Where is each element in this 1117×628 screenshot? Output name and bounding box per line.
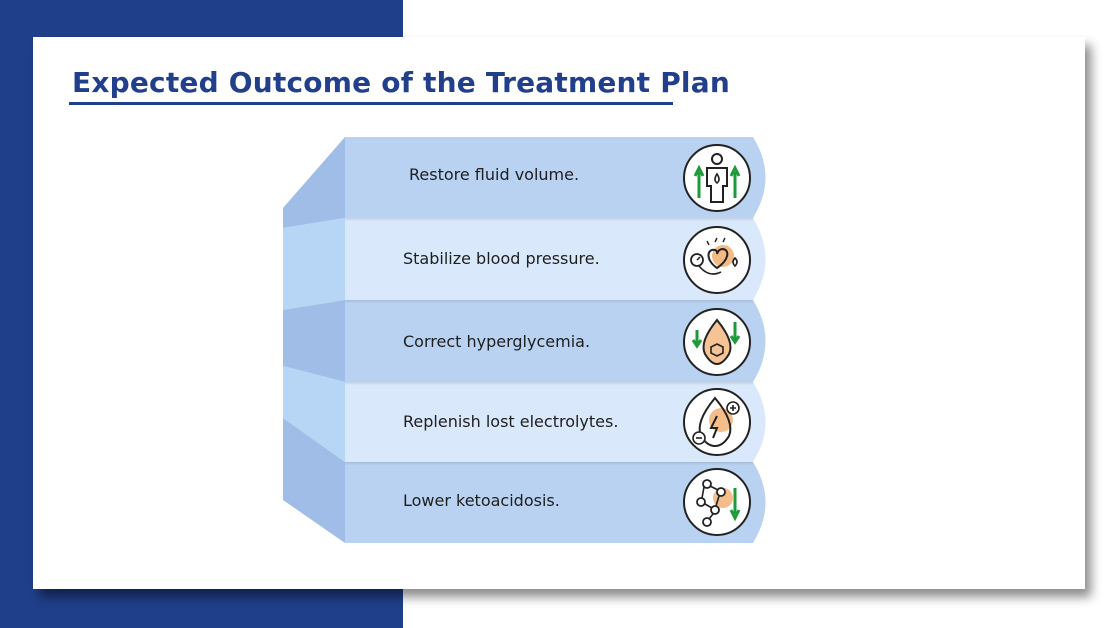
glucose-drop-down-icon <box>683 308 751 376</box>
facet-4 <box>283 366 345 462</box>
outcome-label-2: Stabilize blood pressure. <box>403 249 600 268</box>
slide-title: Expected Outcome of the Treatment Plan <box>72 66 730 99</box>
outcome-label-3: Correct hyperglycemia. <box>403 332 591 351</box>
facet-2 <box>283 218 345 310</box>
outcome-label-5: Lower ketoacidosis. <box>403 491 560 510</box>
band-4 <box>345 382 766 462</box>
outcome-diagram: Restore fluid volume. Stabilize blood pr… <box>283 120 783 550</box>
outcome-label-1: Restore fluid volume. <box>409 165 580 184</box>
outcome-label-4: Replenish lost electrolytes. <box>403 412 619 431</box>
diagram-bands <box>283 137 766 543</box>
body-fluid-up-icon <box>683 144 751 212</box>
band-1 <box>345 137 766 218</box>
facet-1 <box>283 137 345 228</box>
facet-5 <box>283 418 345 543</box>
electrolyte-drop-icon <box>683 388 751 456</box>
molecule-down-icon <box>683 468 751 536</box>
facet-3 <box>283 300 345 382</box>
blood-pressure-heart-icon <box>683 226 751 294</box>
band-2 <box>345 218 766 300</box>
title-underline <box>69 102 673 105</box>
band-3 <box>345 300 766 382</box>
band-5 <box>345 462 766 543</box>
